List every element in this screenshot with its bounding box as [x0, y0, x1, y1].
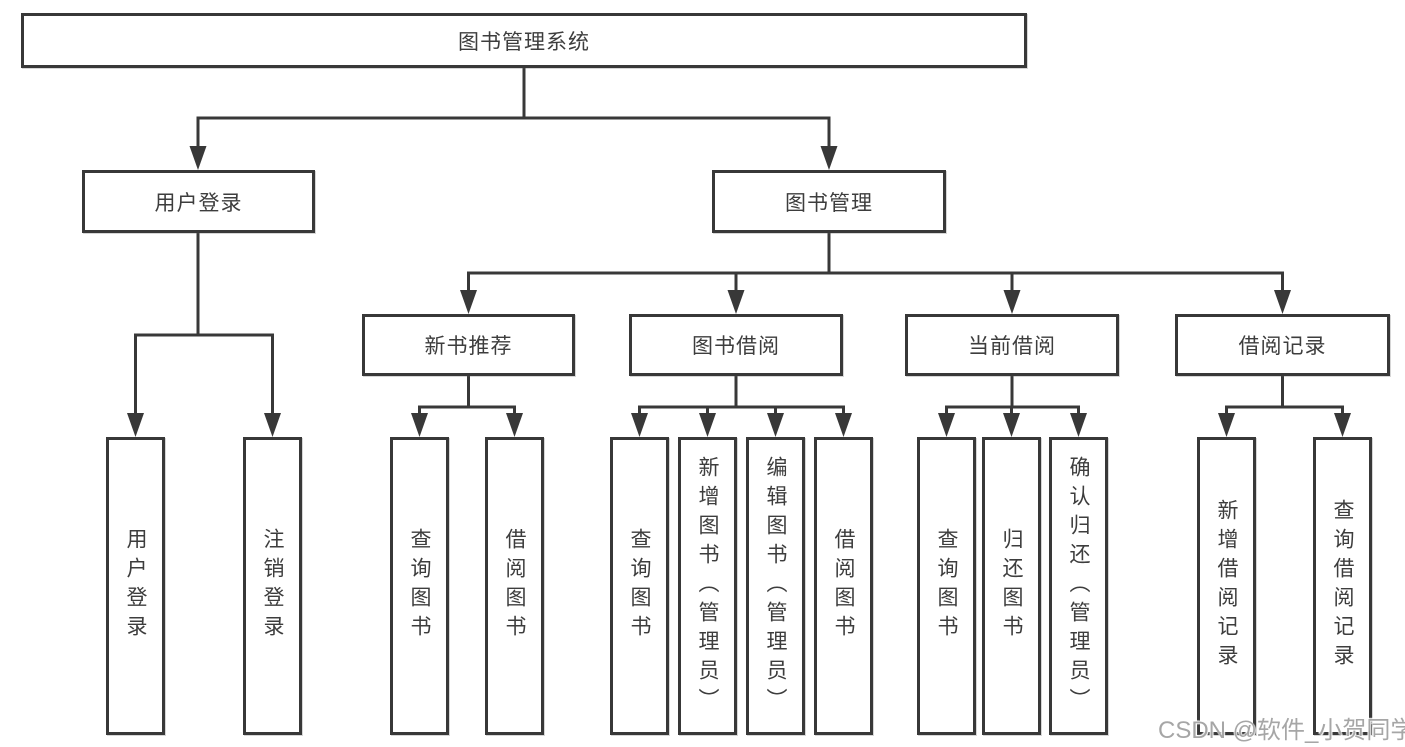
node-label: 新增借阅记录	[1215, 499, 1238, 673]
node-label: 查询图书	[408, 528, 431, 644]
leaf-borrow-books-recommend: 借阅图书	[485, 437, 544, 735]
node-label: 借阅图书	[832, 528, 855, 644]
leaf-query-books-recommend: 查询图书	[390, 437, 449, 735]
leaf-return-books: 归还图书	[982, 437, 1041, 735]
node-label: 借阅记录	[1238, 335, 1327, 358]
csdn-watermark: CSDN @软件_小贺同学	[1158, 717, 1405, 744]
node-label: 确认归还（管理员）	[1067, 455, 1090, 717]
node-label: 查询图书	[628, 528, 651, 644]
leaf-user-login: 用户登录	[106, 437, 165, 735]
node-label: 新增图书（管理员）	[696, 455, 719, 717]
node-book-management: 图书管理	[712, 170, 946, 233]
leaf-query-borrow-record: 查询借阅记录	[1313, 437, 1372, 735]
leaf-edit-books-admin: 编辑图书（管理员）	[746, 437, 805, 735]
node-new-book-recommendation: 新书推荐	[362, 314, 575, 376]
leaf-add-books-admin: 新增图书（管理员）	[678, 437, 737, 735]
leaf-confirm-return-admin: 确认归还（管理员）	[1049, 437, 1108, 735]
node-user-login: 用户登录	[82, 170, 315, 233]
node-label: 图书借阅	[692, 335, 780, 358]
node-book-borrowing: 图书借阅	[629, 314, 843, 376]
leaf-query-books-borrowing: 查询图书	[610, 437, 669, 735]
node-label: 用户登录	[154, 191, 243, 215]
node-label: 查询借阅记录	[1331, 499, 1354, 673]
node-library-management-system: 图书管理系统	[21, 13, 1027, 68]
node-current-borrowing: 当前借阅	[905, 314, 1119, 376]
leaf-add-borrow-record: 新增借阅记录	[1197, 437, 1256, 735]
node-label: 注销登录	[261, 528, 284, 644]
node-label: 图书管理系统	[458, 30, 590, 54]
node-label: 新书推荐	[424, 335, 513, 358]
node-label: 查询图书	[935, 528, 958, 644]
node-label: 用户登录	[124, 528, 147, 644]
node-label: 归还图书	[1000, 528, 1023, 644]
node-label: 编辑图书（管理员）	[764, 455, 787, 717]
leaf-borrow-books-borrowing: 借阅图书	[814, 437, 873, 735]
node-borrowing-records: 借阅记录	[1175, 314, 1390, 376]
leaf-query-books-current: 查询图书	[917, 437, 976, 735]
node-label: 图书管理	[785, 191, 873, 215]
node-label: 借阅图书	[503, 528, 526, 644]
leaf-logout: 注销登录	[243, 437, 302, 735]
node-label: 当前借阅	[968, 335, 1056, 358]
